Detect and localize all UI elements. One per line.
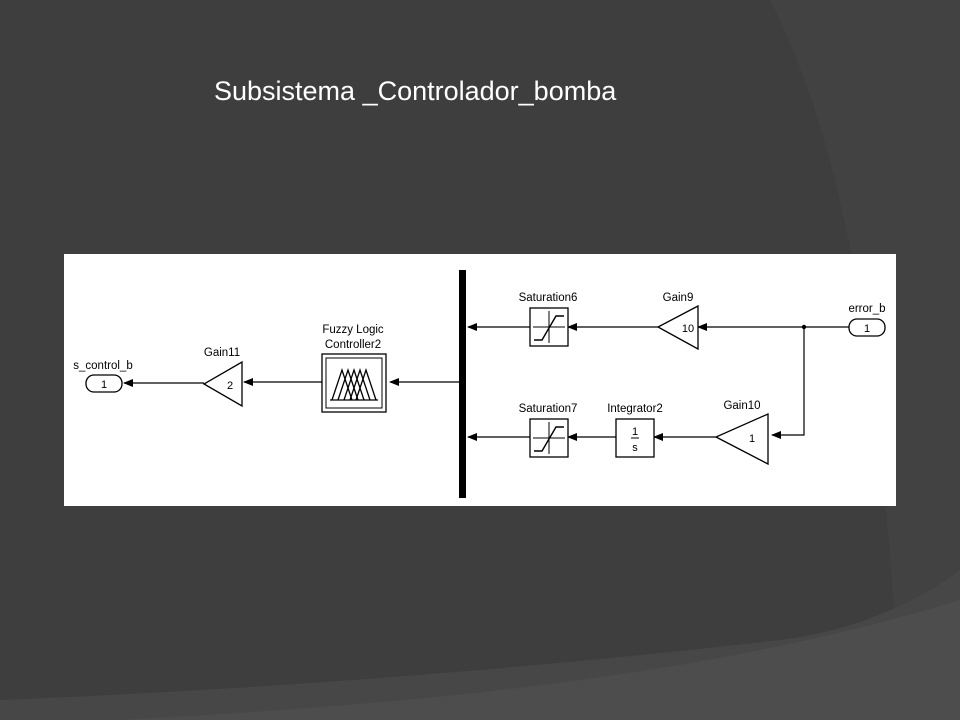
outport-s-control-b[interactable]: s_control_b 1 <box>73 360 133 393</box>
gain11-block[interactable]: Gain11 2 <box>202 347 243 408</box>
inport-number: 1 <box>864 323 870 335</box>
gain9-value: 10 <box>682 323 694 335</box>
gain10-label: Gain10 <box>723 400 760 412</box>
fuzzy-logic-controller-block[interactable]: Fuzzy Logic Controller2 <box>321 324 387 413</box>
signal-lines <box>123 323 849 441</box>
integrator2-block[interactable]: Integrator2 1 s <box>607 403 663 458</box>
integrator2-denominator: s <box>632 442 638 454</box>
integrator2-numerator: 1 <box>632 426 638 438</box>
gain9-block[interactable]: Gain9 10 <box>656 292 699 351</box>
slide-title: Subsistema _Controlador_bomba <box>214 76 617 106</box>
fuzzy-label-line1: Fuzzy Logic <box>322 324 384 336</box>
saturation7-block[interactable]: Saturation7 <box>519 403 578 458</box>
saturation6-block[interactable]: Saturation6 <box>519 292 578 347</box>
inport-error-b[interactable]: error_b 1 <box>848 303 886 337</box>
saturation6-label: Saturation6 <box>519 292 578 304</box>
outport-number: 1 <box>101 379 107 391</box>
gain10-value: 1 <box>749 433 755 445</box>
membership-functions-icon <box>330 367 378 401</box>
mux-block[interactable] <box>459 270 466 498</box>
inport-label: error_b <box>848 303 885 315</box>
outport-label: s_control_b <box>73 360 132 372</box>
gain9-label: Gain9 <box>663 292 694 304</box>
gain11-label: Gain11 <box>204 347 240 359</box>
saturation7-label: Saturation7 <box>519 403 578 415</box>
gain11-value: 2 <box>227 380 233 392</box>
gain10-block[interactable]: Gain10 1 <box>714 400 769 466</box>
integrator2-label: Integrator2 <box>607 403 663 415</box>
simulink-diagram: error_b 1 Gai <box>64 254 896 506</box>
fuzzy-label-line2: Controller2 <box>325 339 381 351</box>
